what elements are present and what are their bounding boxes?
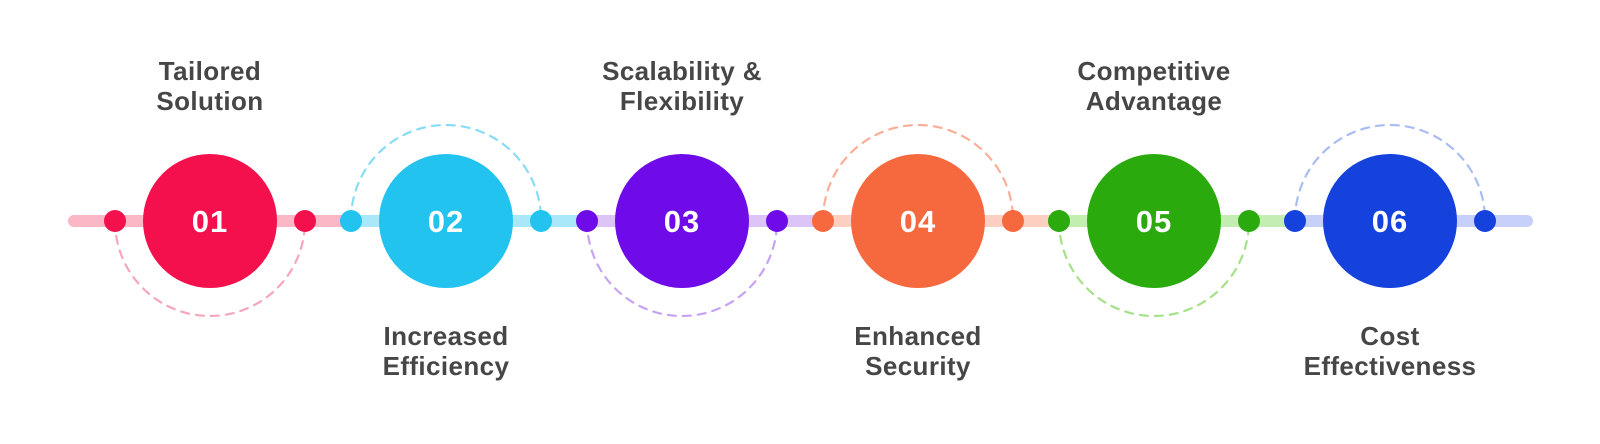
dashed-arc-icon bbox=[349, 123, 543, 222]
step-dot-left bbox=[104, 210, 126, 232]
dashed-arc-icon bbox=[585, 220, 779, 318]
timeline-step-3: Scalability & Flexibility 03 bbox=[576, 0, 788, 444]
step-dot-left bbox=[812, 210, 834, 232]
step-label: Competitive Advantage bbox=[1077, 56, 1231, 116]
step-label: Tailored Solution bbox=[156, 56, 264, 116]
step-circle: 04 bbox=[851, 154, 985, 288]
step-number: 01 bbox=[191, 203, 229, 239]
step-number: 04 bbox=[899, 203, 937, 239]
dashed-arc-icon bbox=[1057, 220, 1251, 318]
step-label: Cost Effectiveness bbox=[1303, 321, 1477, 381]
step-number: 05 bbox=[1135, 203, 1173, 239]
step-label: Enhanced Security bbox=[854, 321, 982, 381]
step-dot-right bbox=[530, 210, 552, 232]
step-dot-left bbox=[340, 210, 362, 232]
step-number: 02 bbox=[427, 203, 465, 239]
step-circle: 05 bbox=[1087, 154, 1221, 288]
step-dot-left bbox=[1284, 210, 1306, 232]
step-circle: 01 bbox=[143, 154, 277, 288]
step-number: 03 bbox=[663, 203, 701, 239]
dashed-arc-icon bbox=[1293, 123, 1487, 222]
timeline-step-6: Cost Effectiveness 06 bbox=[1284, 0, 1496, 444]
dashed-arc-icon bbox=[821, 123, 1015, 222]
step-circle: 02 bbox=[379, 154, 513, 288]
timeline-step-5: Competitive Advantage 05 bbox=[1048, 0, 1260, 444]
step-circle: 03 bbox=[615, 154, 749, 288]
step-circle: 06 bbox=[1323, 154, 1457, 288]
step-dot-right bbox=[294, 210, 316, 232]
step-dot-right bbox=[1474, 210, 1496, 232]
step-dot-right bbox=[1002, 210, 1024, 232]
step-dot-left bbox=[1048, 210, 1070, 232]
step-label: Scalability & Flexibility bbox=[602, 56, 762, 116]
step-dot-right bbox=[766, 210, 788, 232]
timeline-step-2: Increased Efficiency 02 bbox=[340, 0, 552, 444]
dashed-arc-icon bbox=[113, 220, 307, 318]
timeline-step-1: Tailored Solution 01 bbox=[104, 0, 316, 444]
step-label: Increased Efficiency bbox=[382, 321, 510, 381]
step-dot-left bbox=[576, 210, 598, 232]
timeline-step-4: Enhanced Security 04 bbox=[812, 0, 1024, 444]
step-dot-right bbox=[1238, 210, 1260, 232]
step-number: 06 bbox=[1371, 203, 1409, 239]
